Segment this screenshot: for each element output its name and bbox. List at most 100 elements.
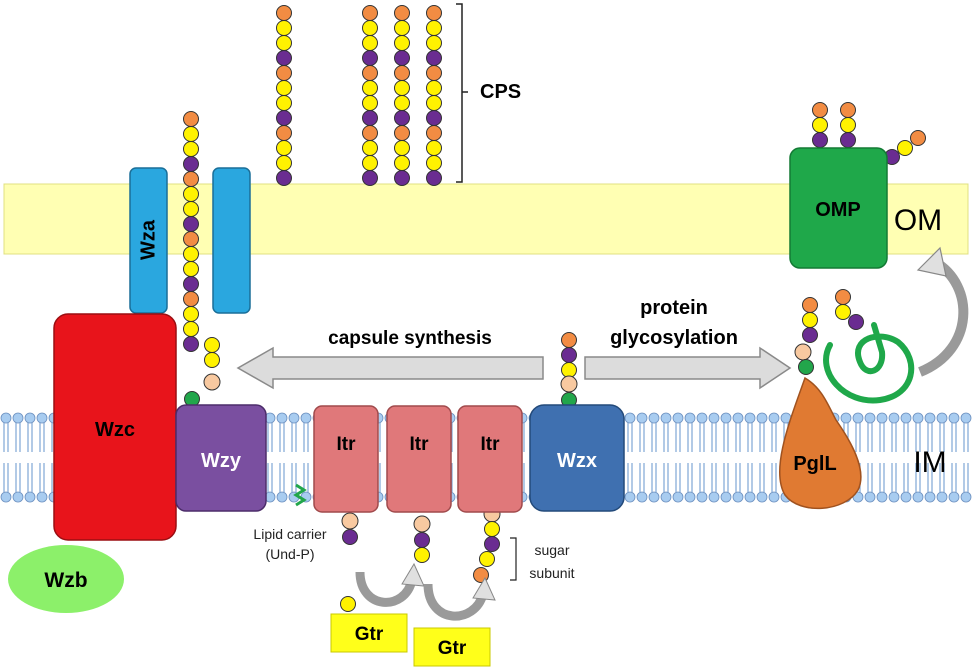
sugar-residue	[183, 321, 199, 337]
lipid-molecule	[720, 463, 732, 503]
sugar-residue	[812, 102, 828, 118]
lipid-molecule	[276, 412, 288, 452]
sugar-residue	[561, 332, 577, 348]
cps-bracket	[456, 3, 468, 183]
lipid-molecule	[684, 463, 696, 503]
capsule-synthesis-arrow	[236, 346, 544, 390]
lipid-molecule	[624, 412, 636, 452]
sugar-residue	[798, 359, 814, 375]
lipid-molecule	[0, 463, 12, 503]
sugar-residue	[342, 529, 358, 545]
im-label: IM	[913, 446, 946, 479]
sugar-residue	[484, 521, 500, 537]
sugar-residue	[183, 336, 199, 352]
sugar-residue	[426, 125, 442, 141]
lipid-molecule	[708, 463, 720, 503]
sugar-residue	[276, 140, 292, 156]
lipid-molecule	[300, 412, 312, 452]
sugar-residue	[183, 126, 199, 142]
sugar-residue	[394, 110, 410, 126]
sugar-residue	[362, 155, 378, 171]
lipid-molecule	[924, 463, 936, 503]
lipid-molecule	[744, 463, 756, 503]
lipid-molecule	[264, 463, 276, 503]
lipid-molecule	[732, 463, 744, 503]
itr-label-1: Itr	[337, 434, 357, 455]
sugar-residue	[426, 80, 442, 96]
sugar-residue	[362, 110, 378, 126]
sugar-residue	[394, 125, 410, 141]
sugar-residue	[394, 80, 410, 96]
om-label: OM	[894, 204, 942, 237]
itr-label-2: Itr	[410, 434, 430, 455]
sugar-residue	[276, 65, 292, 81]
wza-label: Wza	[137, 219, 159, 260]
lipid-molecule	[924, 412, 936, 452]
lipid-molecule	[912, 463, 924, 503]
sugar-residue	[183, 216, 199, 232]
lipid-molecule	[300, 463, 312, 503]
lipid-molecule	[288, 412, 300, 452]
lipid-molecule	[768, 463, 780, 503]
glycoprotein-squiggle	[823, 322, 915, 404]
wza-channel-left	[129, 167, 168, 314]
sugar-residue	[794, 343, 812, 361]
lipid-molecule	[12, 412, 24, 452]
sugar-residue	[840, 132, 856, 148]
omp-transfer-arrow	[917, 257, 969, 377]
sugar-residue	[426, 20, 442, 36]
lipid-molecule	[852, 412, 864, 452]
sugar-residue	[802, 312, 818, 328]
itr-label-3: Itr	[481, 434, 501, 455]
sugar-residue	[276, 155, 292, 171]
sugar-residue	[183, 171, 199, 187]
sugar-residue	[426, 140, 442, 156]
lipid-molecule	[708, 412, 720, 452]
sugar-residue	[276, 125, 292, 141]
lipid-carrier-anchor	[293, 483, 307, 507]
sugar-residue	[897, 140, 913, 156]
sugar-residue	[802, 297, 818, 313]
sugar-residue	[426, 50, 442, 66]
sugar-residue	[394, 65, 410, 81]
sugar-residue	[362, 65, 378, 81]
lipid-molecule	[960, 463, 972, 503]
sugar-residue	[561, 362, 577, 378]
sugar-residue	[276, 170, 292, 186]
wza-channel-right	[212, 167, 251, 314]
protein-label-line2: glycosylation	[610, 327, 738, 349]
lipid-molecule	[744, 412, 756, 452]
sugar-subunit-label-1: sugar	[534, 542, 569, 558]
sugar-residue	[362, 80, 378, 96]
sugar-residue	[362, 5, 378, 21]
gtr-arrow-1	[355, 571, 417, 607]
wzx-protein	[529, 404, 625, 512]
capsule-synthesis-label: capsule synthesis	[328, 328, 492, 349]
sugar-residue	[394, 155, 410, 171]
itr-protein-1	[313, 405, 379, 513]
pgll-protein	[778, 376, 862, 509]
lipid-molecule	[900, 412, 912, 452]
lipid-molecule	[756, 412, 768, 452]
gtr-arrow-2	[423, 583, 488, 621]
lipid-molecule	[768, 412, 780, 452]
sugar-residue	[835, 304, 851, 320]
sugar-residue	[426, 110, 442, 126]
sugar-residue	[183, 111, 199, 127]
lipid-molecule	[876, 463, 888, 503]
lipid-molecule	[36, 463, 48, 503]
sugar-residue	[276, 50, 292, 66]
itr-protein-3	[457, 405, 523, 513]
lipid-molecule	[876, 412, 888, 452]
sugar-residue	[835, 289, 851, 305]
sugar-residue	[183, 156, 199, 172]
lipid-molecule	[696, 463, 708, 503]
sugar-residue	[276, 5, 292, 21]
sugar-residue	[276, 35, 292, 51]
lipid-molecule	[24, 412, 36, 452]
sugar-residue	[812, 132, 828, 148]
sugar-chains	[183, 5, 926, 612]
lipid-molecule	[864, 412, 876, 452]
sugar-residue	[812, 117, 828, 133]
sugar-residue	[276, 20, 292, 36]
